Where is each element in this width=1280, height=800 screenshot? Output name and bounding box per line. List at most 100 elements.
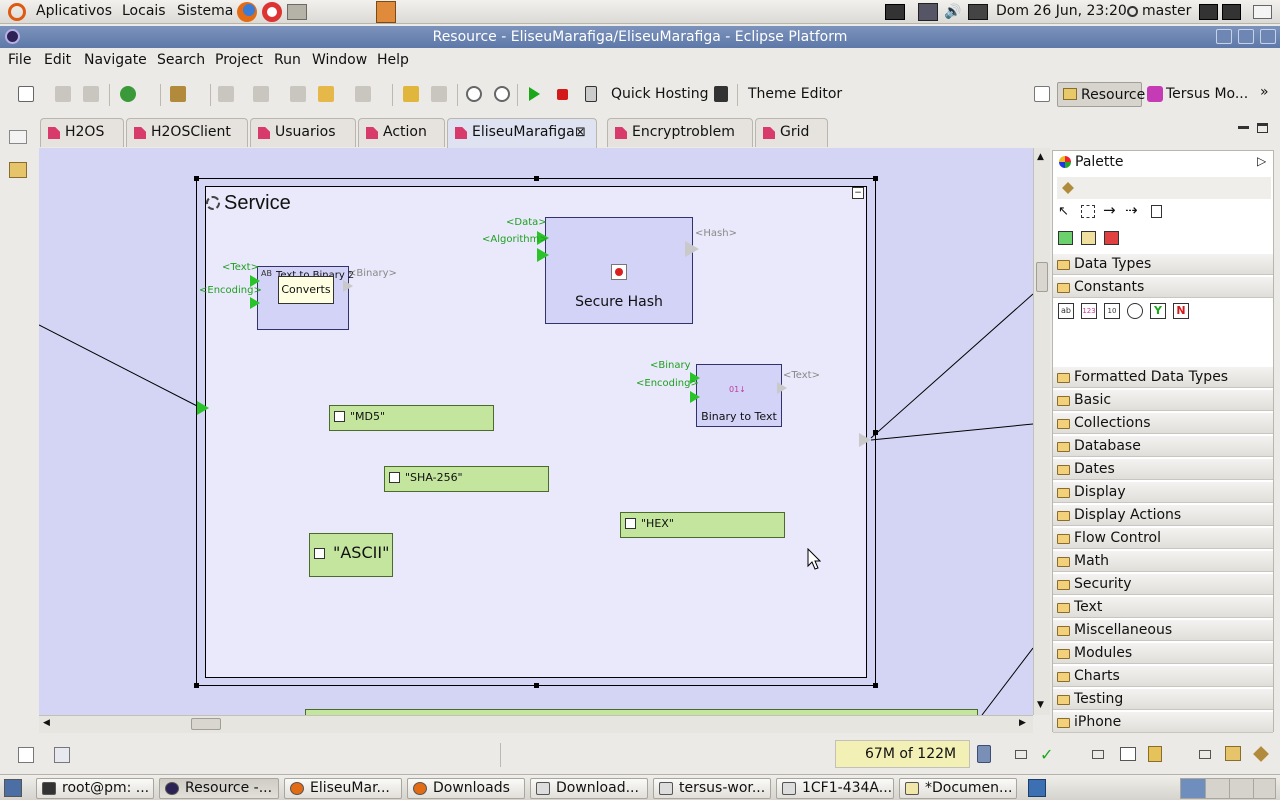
- scroll-right-icon[interactable]: ▶: [1019, 718, 1026, 728]
- volume-tray-icon[interactable]: 🔊: [944, 4, 962, 20]
- flow-tool-icon[interactable]: →: [1103, 201, 1116, 219]
- selection-handle[interactable]: [873, 430, 878, 435]
- palette-category-security[interactable]: Security: [1053, 573, 1273, 595]
- open-perspective-icon[interactable]: [1034, 86, 1050, 102]
- tab-grid[interactable]: Grid: [755, 118, 828, 147]
- maximize-editor-icon[interactable]: [1257, 123, 1268, 133]
- encoding-input-port-2[interactable]: [690, 391, 700, 403]
- zoom-in-icon[interactable]: [466, 86, 482, 102]
- terminal-icon-2[interactable]: [1222, 4, 1241, 20]
- display-tray-icon[interactable]: [968, 4, 988, 20]
- palette-category-collections[interactable]: Collections: [1053, 412, 1273, 434]
- constant-partial[interactable]: [305, 709, 978, 715]
- tab-action[interactable]: Action: [358, 118, 445, 147]
- perspective-resource-button[interactable]: Resource: [1057, 82, 1145, 107]
- tab-usuarios[interactable]: Usuarios: [250, 118, 356, 147]
- yes-constant-icon[interactable]: Y: [1150, 303, 1166, 319]
- trash-icon[interactable]: [977, 745, 991, 763]
- hash-output-port[interactable]: [685, 241, 699, 257]
- repository-view-icon[interactable]: [1225, 746, 1241, 761]
- exit-tool-icon[interactable]: [1081, 231, 1096, 245]
- palette-category-text[interactable]: Text: [1053, 596, 1273, 618]
- network-tray-icon[interactable]: [918, 3, 938, 21]
- menu-sistema[interactable]: Sistema: [177, 3, 234, 19]
- horizontal-scrollbar[interactable]: ◀ ▶: [39, 715, 1033, 733]
- taskbar-firefox-eliseumar[interactable]: EliseuMar...: [284, 778, 402, 799]
- quick-hosting-button[interactable]: Quick Hosting: [611, 86, 709, 102]
- folder-launcher-icon[interactable]: [287, 4, 307, 20]
- trigger-tool-icon[interactable]: [1058, 231, 1073, 245]
- menu-help[interactable]: Help: [377, 52, 409, 68]
- window-titlebar[interactable]: Resource - EliseuMarafiga/EliseuMarafiga…: [0, 26, 1280, 48]
- tersus-perspective-icon[interactable]: [1147, 86, 1163, 102]
- save-icon[interactable]: [55, 86, 71, 102]
- palette-category-basic[interactable]: Basic: [1053, 389, 1273, 411]
- power-icon[interactable]: [1127, 6, 1138, 17]
- terminal-icon[interactable]: [1199, 4, 1218, 20]
- help-launcher-icon[interactable]: [262, 2, 282, 22]
- theme-editor-button[interactable]: Theme Editor: [748, 86, 843, 102]
- scroll-down-icon[interactable]: ▼: [1037, 700, 1044, 710]
- annotation-prev-icon[interactable]: [253, 86, 269, 102]
- tasks-check-icon[interactable]: ✓: [1040, 745, 1054, 764]
- data-input-port[interactable]: [537, 231, 549, 245]
- scroll-left-icon[interactable]: ◀: [43, 718, 50, 728]
- palette-category-database[interactable]: Database: [1053, 435, 1273, 457]
- minimize-editor-icon[interactable]: [1238, 126, 1249, 129]
- palette-category-display[interactable]: Display: [1053, 481, 1273, 503]
- palette-category-math[interactable]: Math: [1053, 550, 1273, 572]
- tab-eliseumarafiga[interactable]: EliseuMarafiga⊠: [447, 118, 597, 148]
- horizontal-scroll-thumb[interactable]: [191, 718, 221, 730]
- print-icon[interactable]: [83, 86, 99, 102]
- menu-search[interactable]: Search: [157, 52, 206, 68]
- menu-locais[interactable]: Locais: [122, 3, 166, 19]
- tab-h2osclient[interactable]: H2OSClient: [126, 118, 248, 147]
- binary-constant-icon[interactable]: 10: [1104, 303, 1120, 319]
- new-icon[interactable]: [18, 86, 34, 102]
- redo-icon[interactable]: [431, 86, 447, 102]
- wand-view-icon[interactable]: [1253, 746, 1269, 762]
- menu-window[interactable]: Window: [312, 52, 368, 68]
- palette-category-flow-control[interactable]: Flow Control: [1053, 527, 1273, 549]
- wand-tool-icon[interactable]: [1062, 182, 1074, 194]
- heap-status[interactable]: 67M of 122M: [835, 740, 970, 768]
- menu-file[interactable]: File: [8, 52, 32, 68]
- clock[interactable]: Dom 26 Jun, 23:20: [996, 3, 1127, 19]
- diagram-canvas[interactable]: − Service AB Text to Binary 2 Converts S…: [39, 148, 1033, 715]
- taskbar-1cf1[interactable]: 1CF1-434A...: [776, 778, 894, 799]
- perspective-tersus-button[interactable]: Tersus Mo...: [1166, 86, 1249, 102]
- service-node[interactable]: [205, 186, 867, 678]
- trash-bin-icon[interactable]: [1028, 779, 1046, 797]
- device-icon[interactable]: [585, 86, 597, 102]
- taskbar-download-manager[interactable]: Download...: [530, 778, 648, 799]
- no-constant-icon[interactable]: N: [1173, 303, 1189, 319]
- error-exit-tool-icon[interactable]: [1104, 231, 1119, 245]
- terminal-tray-icon[interactable]: [885, 4, 905, 20]
- taskbar-firefox-downloads[interactable]: Downloads: [407, 778, 525, 799]
- constant-ascii[interactable]: "ASCII": [309, 533, 393, 577]
- binary-output-port[interactable]: [343, 280, 353, 292]
- taskbar-eclipse[interactable]: Resource -...: [159, 778, 279, 799]
- palette-category-miscellaneous[interactable]: Miscellaneous: [1053, 619, 1273, 641]
- palette-category-display-actions[interactable]: Display Actions: [1053, 504, 1273, 526]
- constant-hex[interactable]: "HEX": [620, 512, 785, 538]
- close-window-button[interactable]: [1260, 29, 1276, 44]
- selection-handle[interactable]: [194, 683, 199, 688]
- menu-run[interactable]: Run: [274, 52, 301, 68]
- clipboard-applet-icon[interactable]: [376, 1, 396, 23]
- restore-icon-3[interactable]: [1199, 750, 1211, 759]
- service-input-port[interactable]: [197, 401, 209, 415]
- server-icon[interactable]: [120, 86, 136, 102]
- ubuntu-logo-icon[interactable]: [8, 3, 26, 21]
- service-output-port[interactable]: [859, 433, 871, 447]
- menu-aplicativos[interactable]: Aplicativos: [36, 3, 113, 19]
- marquee-tool-icon[interactable]: [1081, 205, 1095, 218]
- workspace-switcher[interactable]: [1180, 778, 1276, 799]
- vertical-scroll-thumb[interactable]: [1036, 262, 1048, 292]
- restore-icon[interactable]: [1015, 750, 1027, 759]
- restore-icon-2[interactable]: [1092, 750, 1104, 759]
- number-constant-icon[interactable]: 123: [1081, 303, 1097, 319]
- palette-category-dates[interactable]: Dates: [1053, 458, 1273, 480]
- navigator-view-icon[interactable]: [9, 162, 27, 178]
- select-tool-icon[interactable]: ↖: [1058, 204, 1069, 219]
